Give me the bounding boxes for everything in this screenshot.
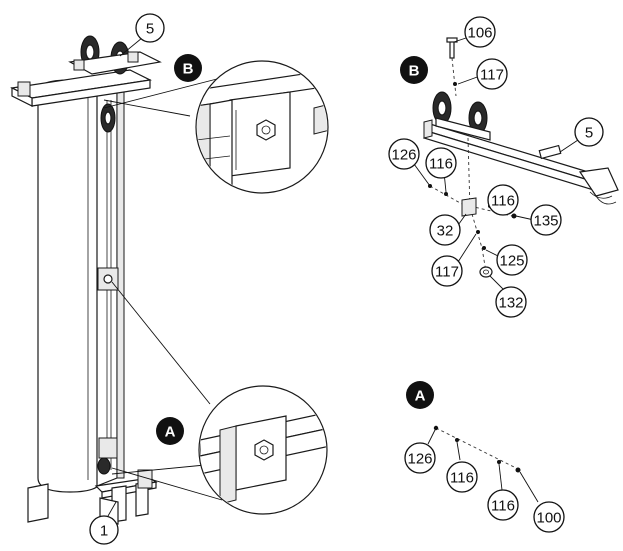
badge-a-left: A bbox=[156, 417, 184, 445]
tower-assembly bbox=[10, 35, 162, 525]
tower-base bbox=[27, 469, 158, 525]
svg-text:117: 117 bbox=[480, 67, 504, 84]
svg-text:117: 117 bbox=[435, 264, 459, 281]
svg-text:1: 1 bbox=[100, 523, 108, 540]
detail-view-a bbox=[198, 385, 328, 515]
callout-part-126-b: 126 bbox=[388, 138, 420, 170]
callout-part-116-a2: 116 bbox=[487, 489, 519, 521]
svg-text:126: 126 bbox=[407, 451, 432, 468]
svg-text:132: 132 bbox=[498, 295, 523, 312]
callout-part-5-top: 5 bbox=[135, 13, 165, 43]
washer-116-a1 bbox=[455, 438, 459, 442]
nut-135 bbox=[511, 213, 517, 219]
callout-part-100: 100 bbox=[533, 501, 565, 533]
callout-part-126-a: 126 bbox=[404, 442, 436, 474]
svg-text:B: B bbox=[183, 61, 194, 78]
svg-text:116: 116 bbox=[491, 193, 515, 210]
callout-part-117-bottom: 117 bbox=[431, 255, 463, 287]
exploded-crossbar bbox=[422, 91, 619, 205]
svg-text:126: 126 bbox=[391, 147, 416, 164]
badge-a-right: A bbox=[406, 381, 434, 409]
callout-part-32: 32 bbox=[429, 214, 461, 246]
exploded-view-a: A 126 116 116 100 bbox=[404, 381, 565, 533]
spacer-132 bbox=[479, 266, 493, 278]
detail-view-b bbox=[195, 60, 329, 194]
weight-shroud bbox=[37, 79, 103, 493]
exploded-view-b: B bbox=[388, 16, 619, 318]
svg-text:106: 106 bbox=[467, 25, 492, 42]
callout-part-135: 135 bbox=[530, 204, 562, 236]
callout-part-106: 106 bbox=[464, 16, 496, 48]
svg-text:116: 116 bbox=[491, 498, 515, 515]
svg-text:32: 32 bbox=[437, 223, 454, 240]
nut-100 bbox=[515, 467, 521, 473]
washer-117-bottom bbox=[476, 230, 480, 234]
callout-part-116-a1: 116 bbox=[446, 461, 478, 493]
svg-text:135: 135 bbox=[533, 213, 558, 230]
svg-text:A: A bbox=[415, 388, 426, 405]
callout-part-1: 1 bbox=[89, 515, 119, 545]
svg-text:5: 5 bbox=[146, 21, 154, 38]
svg-text:116: 116 bbox=[450, 470, 474, 487]
callout-part-125: 125 bbox=[496, 244, 528, 276]
top-crossbar bbox=[10, 35, 162, 107]
svg-text:100: 100 bbox=[536, 510, 561, 527]
svg-text:5: 5 bbox=[585, 125, 593, 142]
washer-116-a2 bbox=[497, 460, 501, 464]
svg-text:A: A bbox=[165, 424, 176, 441]
callout-part-116-b2: 116 bbox=[487, 184, 519, 216]
callout-part-5-right: 5 bbox=[574, 117, 604, 147]
bolt-106 bbox=[449, 39, 455, 59]
callout-part-116-b1: 116 bbox=[425, 147, 457, 179]
bracket-32 bbox=[461, 197, 477, 217]
svg-text:116: 116 bbox=[429, 156, 453, 173]
svg-text:125: 125 bbox=[499, 253, 524, 270]
badge-b-right: B bbox=[400, 56, 428, 84]
callout-part-117-top: 117 bbox=[476, 58, 508, 90]
washer-125 bbox=[482, 246, 486, 250]
svg-text:B: B bbox=[409, 63, 420, 80]
callout-part-132: 132 bbox=[495, 286, 527, 318]
badge-b-left: B bbox=[174, 54, 202, 82]
